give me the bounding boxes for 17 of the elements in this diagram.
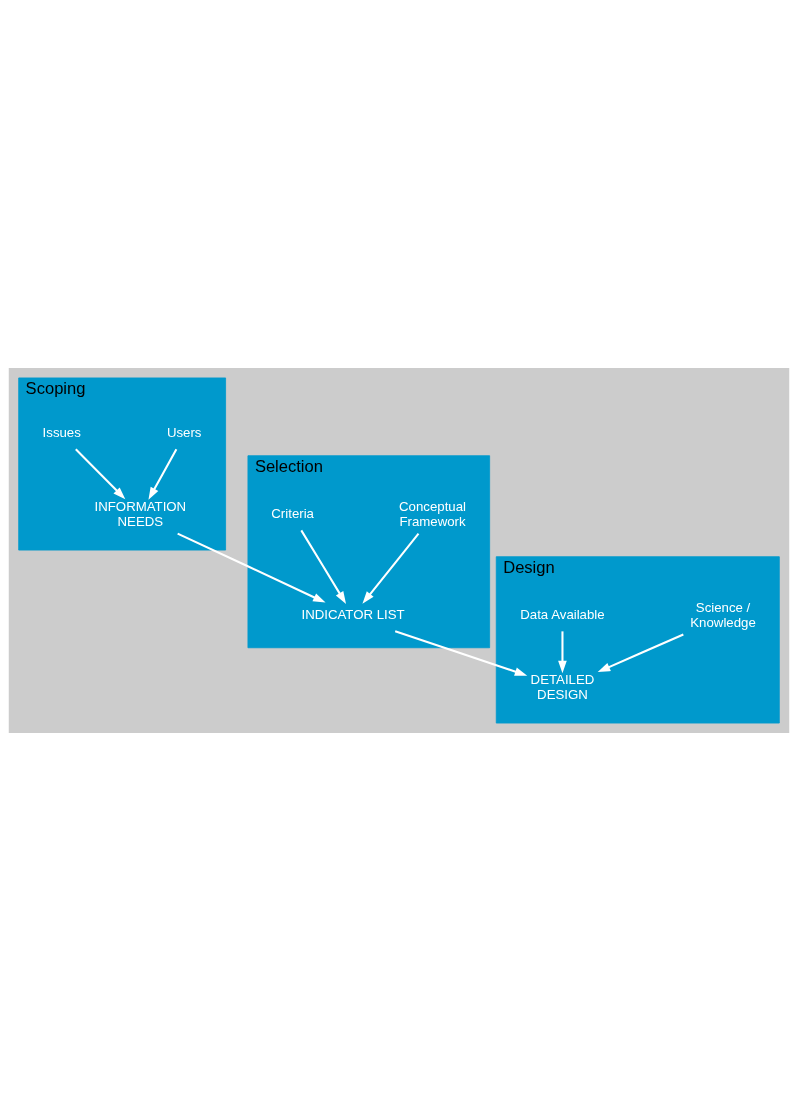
arrow [394,630,528,676]
arrow [75,448,126,500]
node-text: Conceptual Framework [399,499,466,529]
node-text: INFORMATION NEEDS [94,499,187,529]
arrow [558,631,567,674]
node-text: INDICATOR LIST [301,607,405,623]
arrow [597,633,684,673]
node-text: DETAILED DESIGN [530,672,595,702]
node-text: Data Available [520,607,605,623]
node-text: Criteria [271,506,314,522]
node-text: Science / Knowledge [690,600,756,630]
arrow [362,533,420,604]
node-text: Issues [42,425,81,441]
arrow [177,532,326,603]
arrow [300,529,347,604]
arrow [148,448,178,500]
node-text: Users [166,425,202,441]
